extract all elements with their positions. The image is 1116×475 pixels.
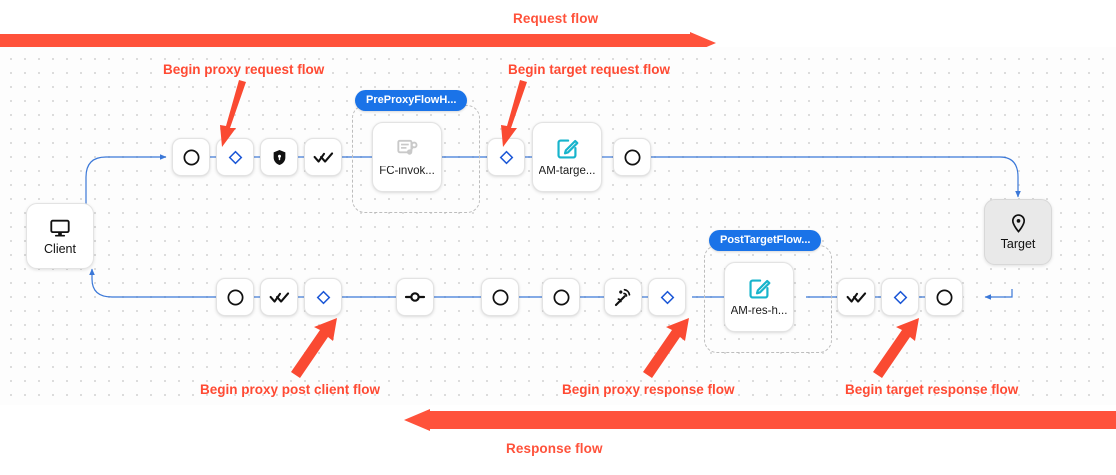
response-flow-label: Response flow bbox=[506, 441, 603, 456]
circle-icon bbox=[492, 289, 508, 305]
node-rs-am-res-label: AM-res-h... bbox=[730, 306, 788, 318]
node-rq-checks[interactable] bbox=[304, 138, 342, 176]
diamond-icon bbox=[316, 290, 330, 304]
circle-icon bbox=[624, 149, 640, 165]
node-rq-am-target[interactable]: AM-targe... bbox=[532, 122, 602, 192]
node-rq-start[interactable] bbox=[172, 138, 210, 176]
policy-script-icon bbox=[396, 140, 418, 155]
monitor-icon bbox=[50, 219, 70, 237]
diamond-icon bbox=[499, 150, 513, 164]
annotation-begin-target-request: Begin target request flow bbox=[508, 62, 671, 77]
node-rs-am-res[interactable]: AM-res-h... bbox=[724, 262, 794, 332]
diamond-icon bbox=[893, 290, 907, 304]
circle-icon bbox=[553, 289, 569, 305]
double-check-icon bbox=[846, 291, 866, 303]
node-rs-circle-1[interactable] bbox=[481, 278, 519, 316]
diamond-icon bbox=[660, 290, 674, 304]
node-rq-security[interactable] bbox=[260, 138, 298, 176]
circle-icon bbox=[183, 149, 199, 165]
node-rs-endpoint[interactable] bbox=[396, 278, 434, 316]
annotation-begin-proxy-request: Begin proxy request flow bbox=[163, 62, 325, 77]
node-rq-end[interactable] bbox=[613, 138, 651, 176]
node-rs-condition-1[interactable] bbox=[304, 278, 342, 316]
node-rs-circle-2[interactable] bbox=[542, 278, 580, 316]
shield-lock-icon bbox=[273, 149, 285, 165]
diagram-canvas[interactable]: PreProxyFlowH... PostTargetFlow... Clien… bbox=[0, 47, 1116, 405]
node-endpoint-icon bbox=[404, 292, 426, 302]
node-rs-broadcast[interactable] bbox=[604, 278, 642, 316]
double-check-icon bbox=[269, 291, 289, 303]
annotation-begin-proxy-post-client: Begin proxy post client flow bbox=[200, 382, 381, 397]
annotation-begin-target-response: Begin target response flow bbox=[845, 382, 1019, 397]
response-flow-band bbox=[0, 409, 1116, 431]
assign-message-icon bbox=[748, 279, 770, 299]
double-check-icon bbox=[313, 151, 333, 163]
edge-layer bbox=[85, 154, 1021, 300]
node-rs-condition-3[interactable] bbox=[881, 278, 919, 316]
node-rq-fc-invoke[interactable]: FC-invok... bbox=[372, 122, 442, 192]
node-rs-checks[interactable] bbox=[260, 278, 298, 316]
response-flow-arrow bbox=[404, 409, 1116, 431]
circle-icon bbox=[936, 289, 952, 305]
diamond-icon bbox=[228, 150, 242, 164]
endpoint-client-label: Client bbox=[44, 241, 76, 256]
circle-icon bbox=[227, 289, 243, 305]
node-rs-checks-2[interactable] bbox=[837, 278, 875, 316]
node-rq-fc-invoke-label: FC-invok... bbox=[379, 166, 435, 178]
endpoint-target-label: Target bbox=[1000, 237, 1036, 252]
node-rq-condition-1[interactable] bbox=[216, 138, 254, 176]
request-flow-label: Request flow bbox=[513, 11, 599, 26]
node-rs-start[interactable] bbox=[216, 278, 254, 316]
assign-message-icon bbox=[556, 139, 578, 159]
endpoint-target[interactable]: Target bbox=[984, 199, 1052, 265]
annotation-begin-proxy-response: Begin proxy response flow bbox=[562, 382, 735, 397]
node-rq-am-target-label: AM-targe... bbox=[538, 166, 596, 178]
group-chip-post-target-flow-hook[interactable]: PostTargetFlow... bbox=[709, 230, 822, 251]
broadcast-icon bbox=[614, 288, 630, 306]
endpoint-client[interactable]: Client bbox=[26, 203, 94, 269]
node-rq-condition-2[interactable] bbox=[487, 138, 525, 176]
location-pin-icon bbox=[1011, 214, 1025, 234]
node-rs-condition-2[interactable] bbox=[648, 278, 686, 316]
group-chip-pre-proxy-flow-hook[interactable]: PreProxyFlowH... bbox=[355, 90, 468, 111]
node-rs-end[interactable] bbox=[925, 278, 963, 316]
